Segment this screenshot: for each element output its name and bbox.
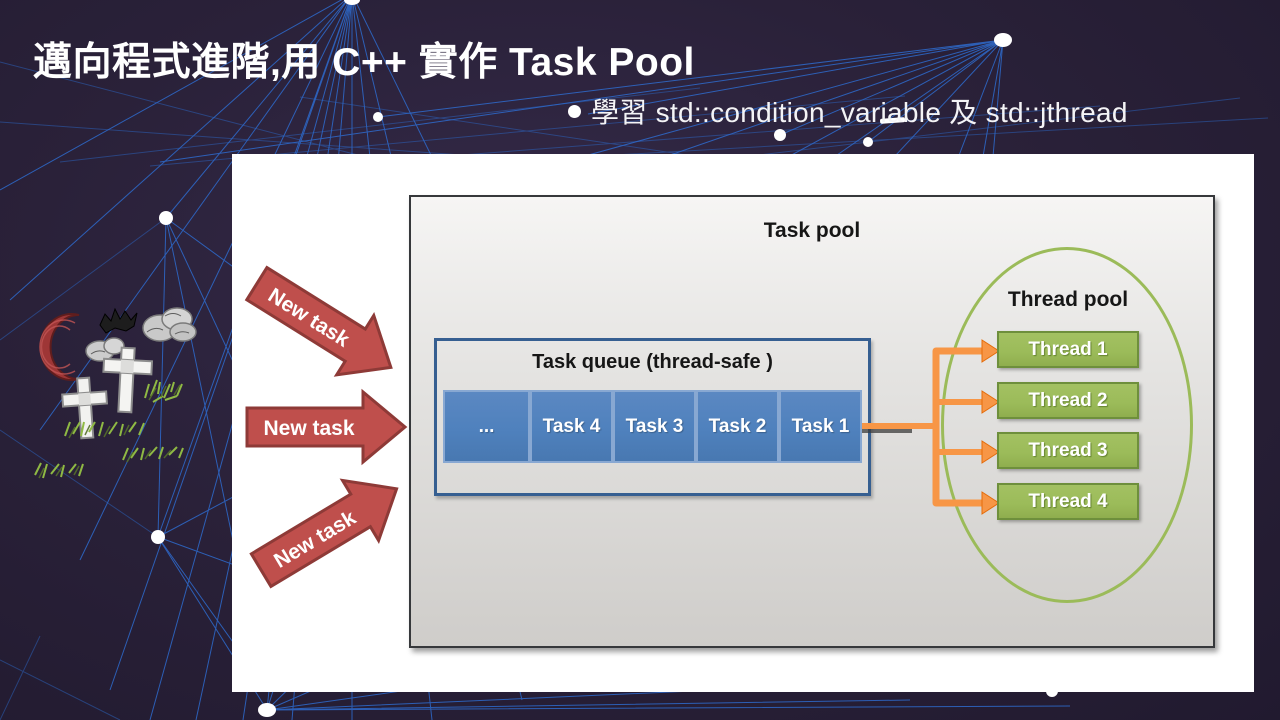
cross-sketch-small: [61, 376, 109, 440]
grass-sketch: [34, 379, 184, 479]
page-title: 邁向程式進階,用 C++ 實作 Task Pool: [33, 41, 695, 84]
queue-cell-ellipsis: ...: [443, 390, 530, 463]
task-queue-label: Task queue (thread-safe ): [532, 351, 773, 373]
moon-sketch: [39, 313, 80, 381]
cloud-sketch-small: [85, 337, 125, 362]
task-queue-box: [434, 338, 871, 496]
bat-sketch: [99, 307, 138, 334]
halloween-doodle: [34, 307, 197, 479]
queue-cell-task3: Task 3: [613, 390, 696, 463]
queue-cell-task2: Task 2: [696, 390, 779, 463]
thread-box-3: Thread 3: [997, 432, 1139, 469]
bullet-icon: [568, 104, 581, 118]
task-pool-label: Task pool: [763, 219, 861, 242]
cloud-sketch-large: [142, 307, 197, 342]
subtitle-row: 學習 std::condition_variable 及 std::jthrea…: [568, 91, 1128, 131]
queue-cell-task1: Task 1: [779, 390, 862, 463]
page-subtitle: 學習 std::condition_variable 及 std::jthrea…: [591, 97, 1128, 128]
thread-box-1: Thread 1: [997, 331, 1139, 368]
grass-sketch-dark: [38, 384, 181, 479]
network-lines-faint: [0, 61, 1269, 720]
cross-sketch-large: [102, 346, 154, 414]
network-dots: [151, 0, 1058, 717]
thread-pool-label: Thread pool: [1007, 288, 1129, 311]
thread-box-4: Thread 4: [997, 483, 1139, 520]
queue-cell-task4: Task 4: [530, 390, 613, 463]
thread-box-2: Thread 2: [997, 382, 1139, 419]
task-queue-cells: ... Task 4 Task 3 Task 2 Task 1: [443, 390, 862, 463]
